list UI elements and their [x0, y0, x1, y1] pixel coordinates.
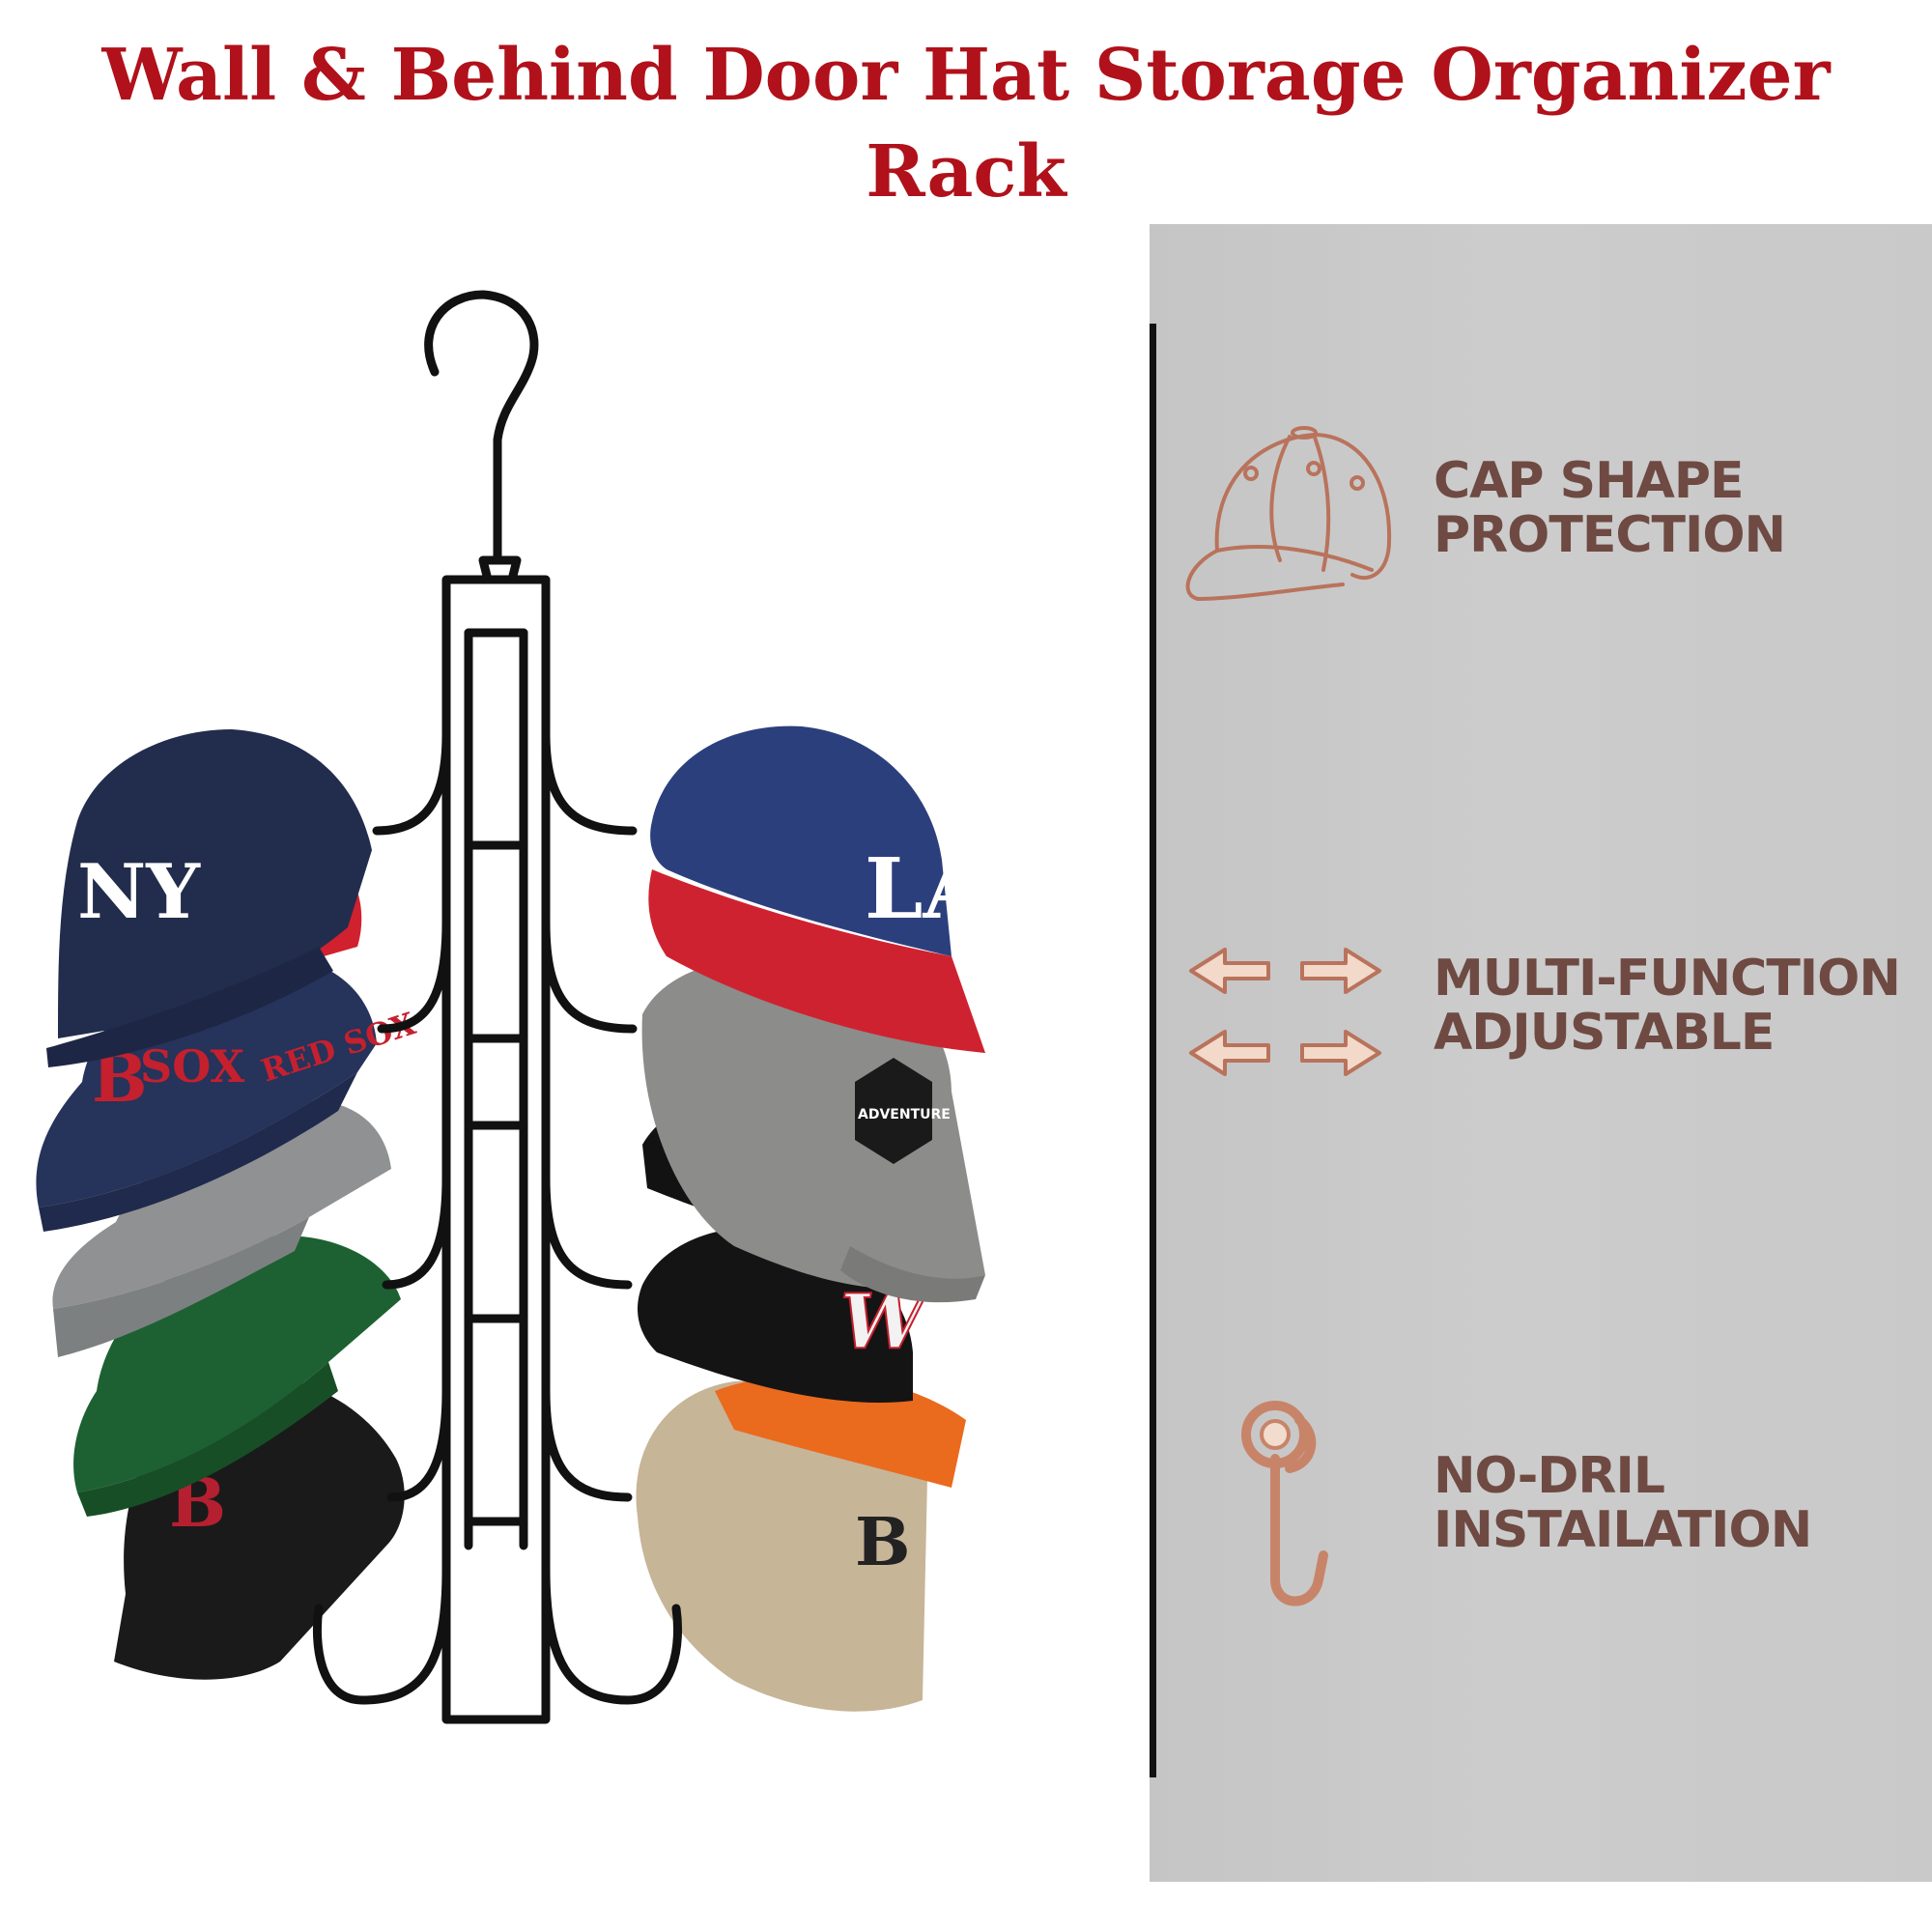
rack-arm-right-2 — [541, 918, 638, 1034]
rack-frame — [441, 575, 551, 1724]
right-cap-stack: B W ADVENTURE LA — [636, 725, 988, 1712]
feature-label-no-drill: NO-DRIL INSTAILATION — [1434, 1447, 1812, 1559]
feature-1-line-1: CAP SHAPE — [1434, 452, 1744, 510]
rack-arm-left-2 — [377, 918, 451, 1034]
panel-divider — [1150, 324, 1156, 1777]
feature-2-line-1: MULTI-FUNCTION — [1434, 950, 1901, 1008]
feature-label-adjustable: MULTI-FUNCTION ADJUSTABLE — [1434, 950, 1901, 1062]
rack-arm-left-5 — [312, 1565, 451, 1705]
left-cap-stack: B B SOX RED SOX NY — [36, 729, 420, 1680]
page-title: Wall & Behind Door Hat Storage Organizer… — [101, 34, 1831, 213]
cap-logo-la: LA — [865, 840, 988, 938]
rack-arm-left-3 — [382, 1174, 451, 1290]
door-hook-icon — [1232, 1391, 1348, 1623]
cap-logo-ny: NY — [77, 848, 201, 936]
cap-visor-red-la — [648, 869, 985, 1053]
feature-3-line-1: NO-DRIL — [1434, 1447, 1665, 1505]
cap-khaki — [636, 1380, 927, 1712]
rack-top-hook — [424, 290, 539, 565]
cap-outline-icon — [1179, 415, 1401, 609]
adjust-arrows-icon — [1186, 942, 1389, 1087]
rack-arm-right-3 — [541, 1174, 633, 1290]
cap-visor-orange — [715, 1375, 966, 1488]
cap-logo-b-right: B — [855, 1504, 910, 1581]
cap-la — [650, 725, 952, 956]
product-photo: B B SOX RED SOX NY B — [0, 203, 1150, 1932]
feature-3-line-2: INSTAILATION — [1434, 1501, 1812, 1559]
rack-arm-left-1 — [372, 729, 451, 836]
hat-rack — [312, 290, 682, 1724]
cap-gray-left — [52, 1100, 392, 1309]
cap-text-sox: SOX — [140, 1040, 244, 1093]
feature-panel — [1150, 224, 1932, 1882]
rack-arm-right-1 — [541, 729, 638, 836]
rack-arm-right-4 — [541, 1386, 633, 1502]
feature-label-cap-shape: CAP SHAPE PROTECTION — [1434, 452, 1786, 564]
feature-1-line-2: PROTECTION — [1434, 506, 1786, 564]
rack-arm-right-5 — [541, 1565, 682, 1705]
cap-badge-adventure — [855, 1058, 932, 1164]
rack-arm-left-4 — [386, 1386, 451, 1502]
cap-logo-adventure: ADVENTURE — [858, 1107, 951, 1122]
feature-2-line-2: ADJUSTABLE — [1434, 1004, 1775, 1062]
